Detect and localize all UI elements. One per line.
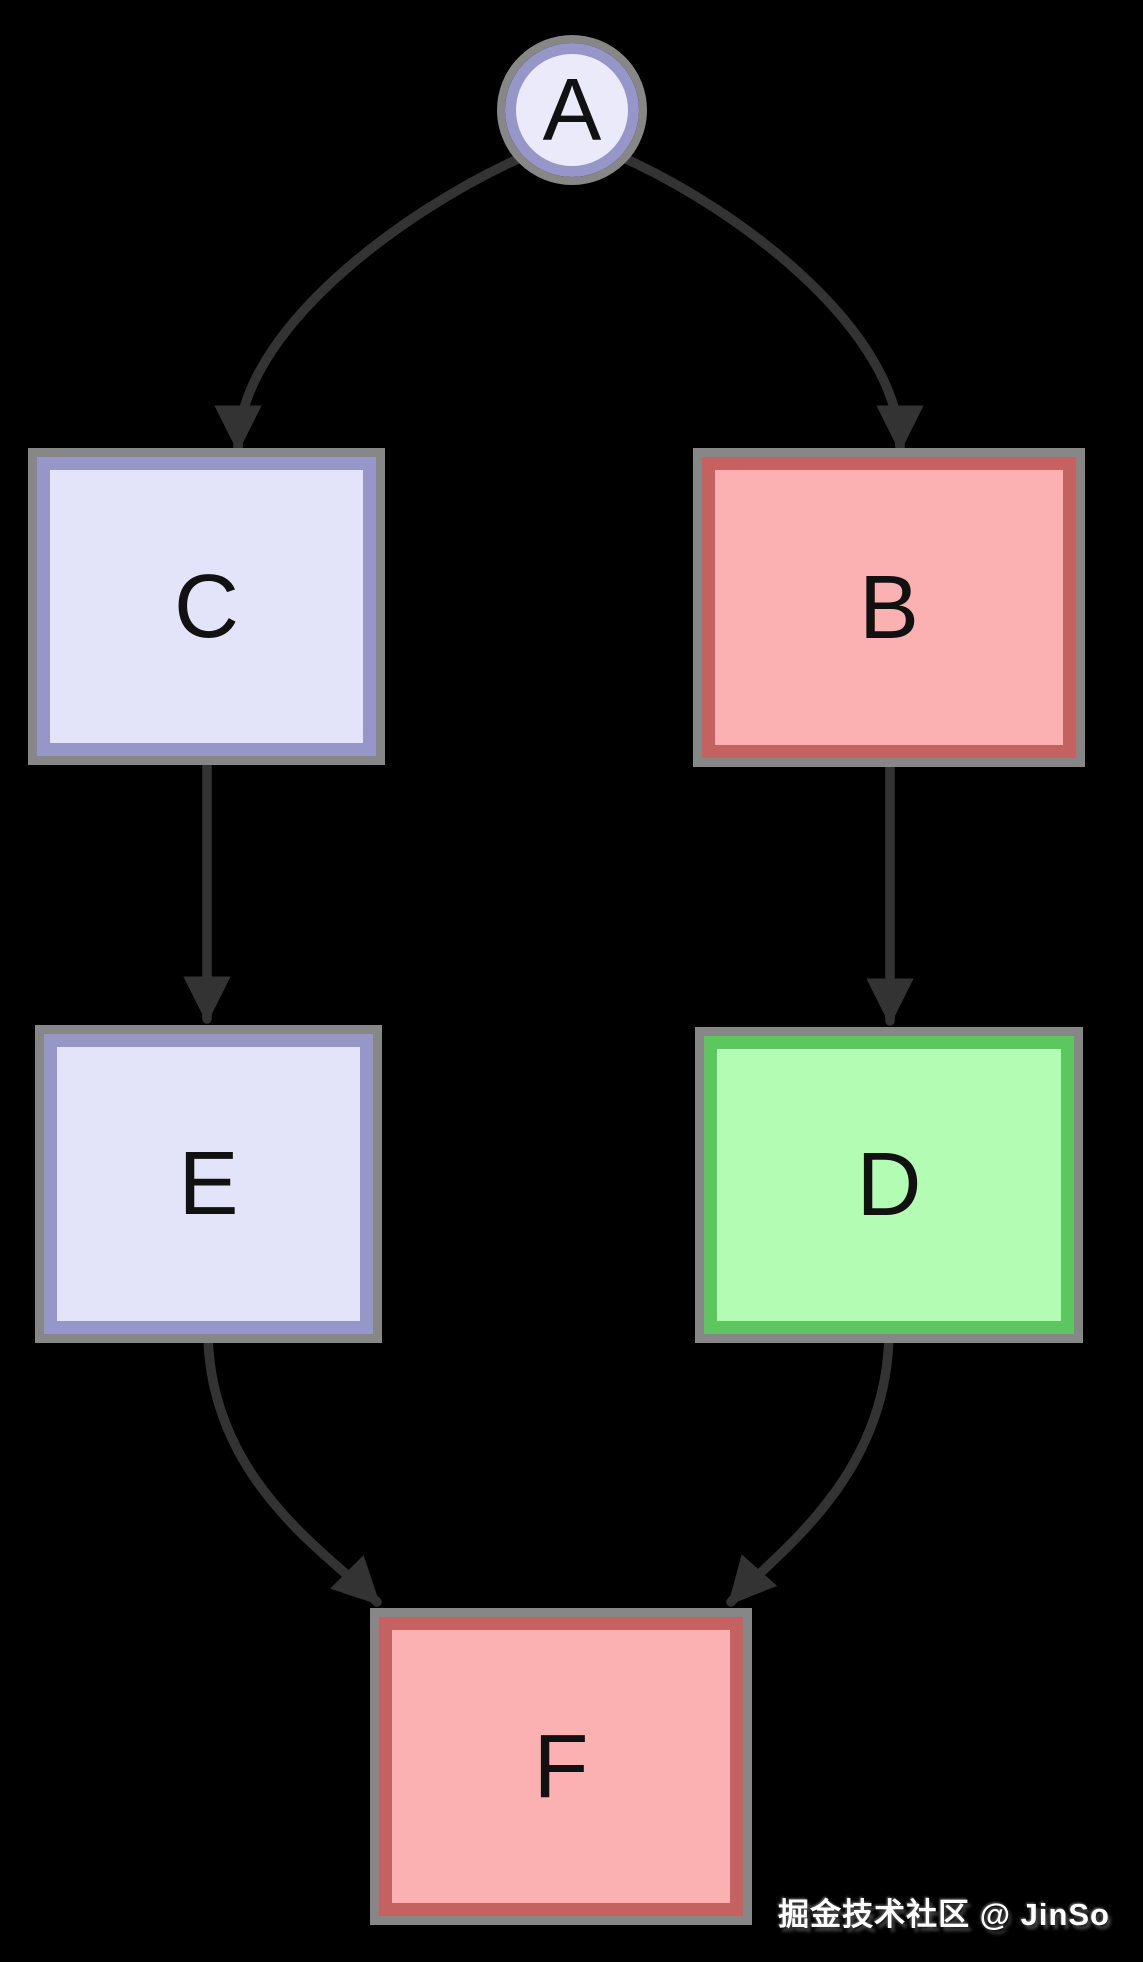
edge-e-to-f: [203, 1325, 382, 1607]
node-a: A: [497, 35, 647, 185]
node-f-label: F: [533, 1716, 589, 1817]
edge-a-to-b: [619, 153, 924, 453]
node-d-label: D: [856, 1135, 922, 1235]
node-c: C: [28, 448, 385, 765]
node-e: E: [35, 1025, 382, 1343]
node-f: F: [370, 1608, 752, 1925]
node-b: B: [693, 448, 1085, 767]
node-c-label: C: [174, 556, 239, 657]
node-e-label: E: [178, 1134, 239, 1234]
node-d: D: [695, 1027, 1083, 1343]
edge-d-to-f: [726, 1325, 894, 1607]
edge-a-to-c: [214, 153, 525, 453]
watermark-text: 掘金技术社区 @ JinSo: [778, 1897, 1110, 1932]
node-b-label: B: [858, 557, 920, 658]
node-a-label: A: [542, 60, 602, 159]
